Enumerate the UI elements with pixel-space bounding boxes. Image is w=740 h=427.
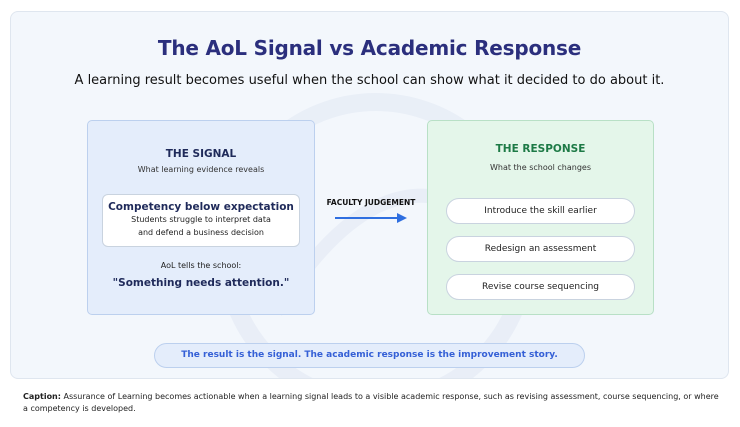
competency-heading: Competency below expectation — [108, 201, 294, 213]
signal-subtitle: What learning evidence reveals — [137, 165, 265, 174]
response-action-1: Introduce the skill earlier — [446, 198, 635, 224]
competency-description-line-2: and defend a business decision — [138, 228, 264, 237]
diagram-title: The AoL Signal vs Academic Response — [157, 36, 582, 60]
caption-label: Caption: — [23, 392, 61, 401]
diagram-subtitle: A learning result becomes useful when th… — [74, 73, 665, 88]
response-action-2: Redesign an assessment — [446, 236, 635, 262]
response-title: THE RESPONSE — [495, 143, 586, 155]
caption-text: Assurance of Learning becomes actionable… — [23, 392, 719, 413]
response-subtitle: What the school changes — [489, 163, 592, 172]
signal-panel: THE SIGNAL What learning evidence reveal… — [87, 120, 315, 315]
aol-label: AoL tells the school: — [160, 261, 242, 270]
signal-title: THE SIGNAL — [165, 148, 237, 160]
right-arrow-icon — [335, 213, 407, 223]
connector-label: FACULTY JUDGEMENT — [326, 198, 416, 207]
competency-box: Competency below expectation Students st… — [102, 194, 300, 247]
summary-banner: The result is the signal. The academic r… — [154, 343, 585, 368]
diagram-card: The AoL Signal vs Academic Response A le… — [10, 11, 729, 379]
caption: Caption: Assurance of Learning becomes a… — [23, 391, 723, 415]
response-panel: THE RESPONSE What the school changes Int… — [427, 120, 654, 315]
competency-description-line-1: Students struggle to interpret data — [131, 215, 271, 224]
response-action-3: Revise course sequencing — [446, 274, 635, 300]
aol-quote: "Something needs attention." — [112, 277, 290, 289]
